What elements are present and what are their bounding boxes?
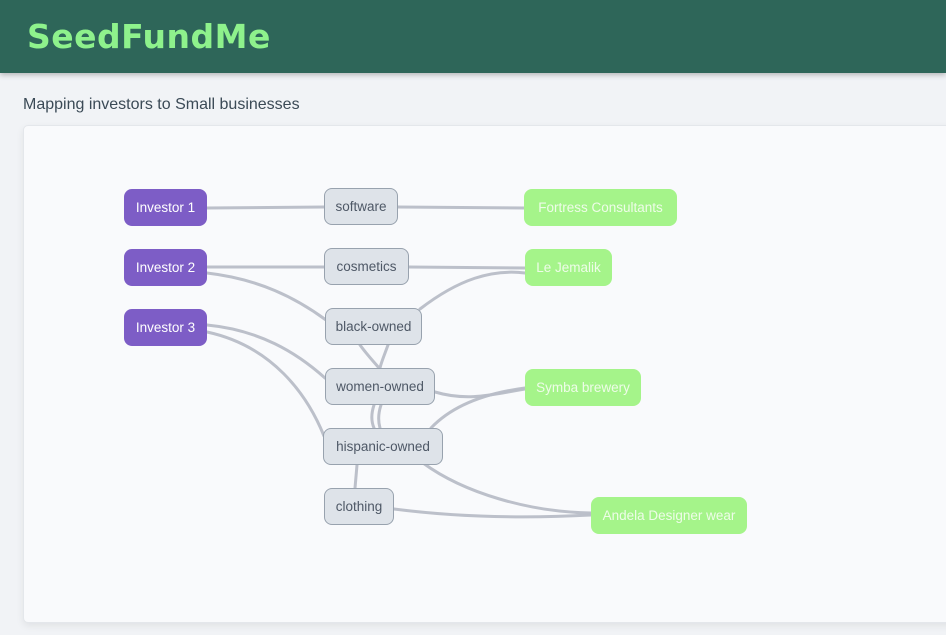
- graph-edge-investor-3-women-owned: [205, 323, 327, 380]
- graph-node-software[interactable]: software: [324, 188, 398, 225]
- graph-edge-black-owned-women-owned: [358, 343, 381, 370]
- graph-node-cosmetics[interactable]: cosmetics: [324, 248, 409, 285]
- graph-node-symba[interactable]: Symba brewery: [525, 369, 641, 406]
- graph-edge-investor-1-software: [205, 205, 326, 210]
- graph-canvas[interactable]: Investor 1 Investor 2 Investor 3 software co…: [23, 125, 946, 623]
- graph-edge-women-owned-hispanic-owned: [370, 403, 376, 430]
- app-header: SeedFundMe: [0, 0, 946, 73]
- graph-edge-investor-3-hispanic-owned: [205, 330, 326, 438]
- graph-edge-hispanic-owned-clothing: [353, 463, 359, 490]
- graph-node-investor-2[interactable]: Investor 2: [124, 249, 207, 286]
- graph-node-investor-3[interactable]: Investor 3: [124, 309, 207, 346]
- page-title: Mapping investors to Small businesses: [23, 96, 300, 113]
- graph-edge-hispanic-owned-andela: [421, 461, 593, 515]
- graph-node-clothing[interactable]: clothing: [324, 488, 394, 525]
- graph-edge-clothing-andela: [392, 507, 593, 519]
- graph-edges-layer: [205, 205, 593, 519]
- app-logo: SeedFundMe: [27, 17, 271, 56]
- graph-node-investor-1[interactable]: Investor 1: [124, 189, 207, 226]
- graph-node-women-owned[interactable]: women-owned: [325, 368, 435, 405]
- graph-edge-hispanic-owned-symba: [429, 386, 527, 430]
- graph-node-andela[interactable]: Andela Designer wear: [591, 497, 747, 534]
- graph-node-fortress[interactable]: Fortress Consultants: [524, 189, 677, 226]
- graph-edge-black-owned-le-jemalik: [418, 270, 527, 311]
- graph-edge-women-owned-hispanic-owned: [377, 403, 383, 430]
- graph-edge-cosmetics-le-jemalik: [407, 265, 527, 270]
- graph-node-le-jemalik[interactable]: Le Jemalik: [525, 249, 612, 286]
- graph-edge-investor-2-black-owned: [205, 271, 328, 322]
- graph-edge-black-owned-women-owned: [378, 343, 390, 370]
- graph-node-black-owned[interactable]: black-owned: [325, 308, 422, 345]
- graph-node-hispanic-owned[interactable]: hispanic-owned: [323, 428, 443, 465]
- graph-edge-software-fortress: [396, 205, 526, 210]
